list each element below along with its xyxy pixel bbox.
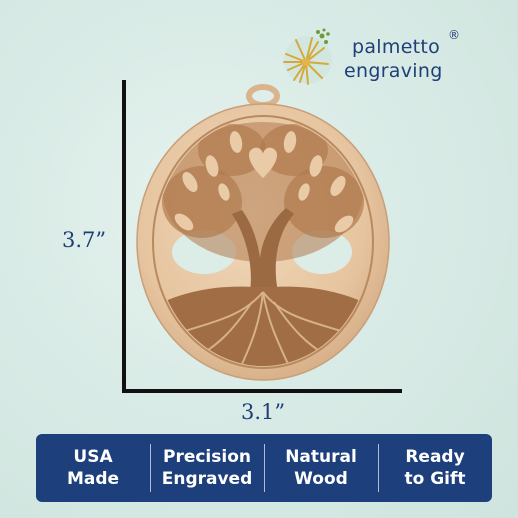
palmetto-burst-icon [283,28,332,85]
feature-line2: to Gift [404,469,466,489]
feature-line2: Engraved [161,469,253,489]
tree-trunk [232,208,294,292]
feature-line1: USA [73,447,113,467]
brand-name-line1: palmetto [352,36,441,58]
feature-line1: Precision [162,447,251,467]
feature-usa-made: USA Made [36,434,150,502]
feature-banner: USA Made Precision Engraved Natural Wood… [36,434,492,502]
width-label: 3.1” [241,400,286,424]
feature-line1: Natural [285,447,357,467]
width-dimension-line [122,389,402,393]
height-label: 3.7” [62,228,107,252]
registered-mark: ® [448,28,460,42]
brand-logo: palmetto ® engraving [278,24,488,94]
feature-line2: Made [66,469,120,489]
feature-ready-to-gift: Ready to Gift [378,434,492,502]
feature-line1: Ready [405,447,465,467]
heart-cutout [248,147,278,178]
height-dimension-line [122,80,126,390]
feature-natural-wood: Natural Wood [264,434,378,502]
hanging-loop [246,84,280,108]
feature-line2: Wood [294,469,348,489]
tree-of-life-ornament [136,84,390,381]
brand-name-line2: engraving [344,60,443,82]
feature-precision-engraved: Precision Engraved [150,434,264,502]
